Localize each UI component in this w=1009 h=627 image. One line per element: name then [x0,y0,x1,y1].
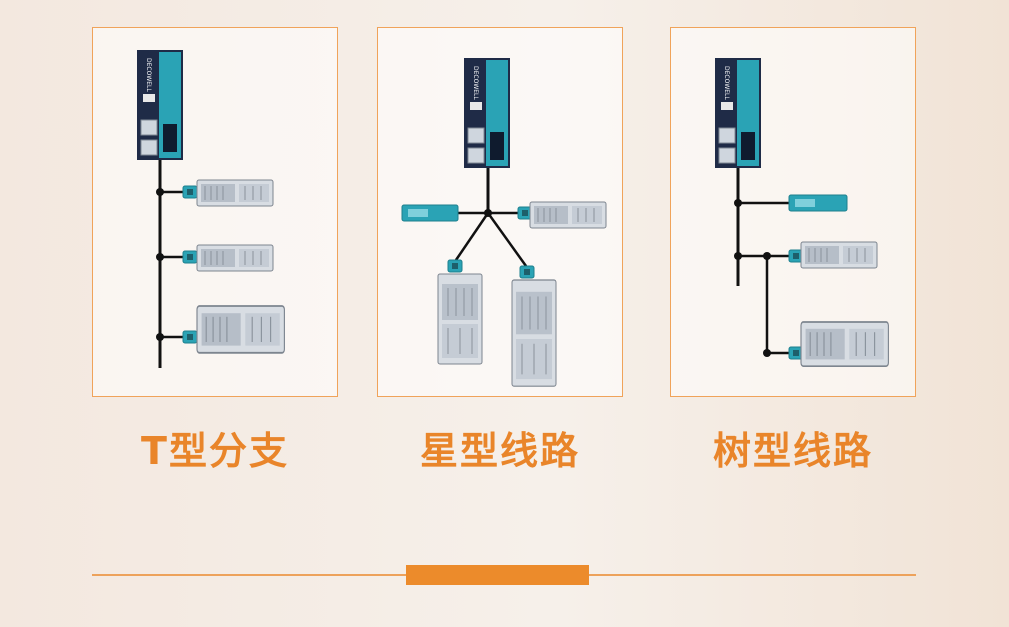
star-hub-node [484,209,492,217]
star-diagram [401,57,607,387]
io-module [800,321,890,368]
caption-t-branch: T型分支 [141,429,289,473]
junction-node [156,188,164,196]
gateway-device [714,57,762,169]
divider-accent-bar [406,565,589,585]
junction-node [156,253,164,261]
panel-tree [670,27,916,397]
io-module [196,179,274,207]
io-module [800,241,878,269]
junction-node [734,252,742,260]
gateway-device [136,49,184,161]
gateway-device [463,57,511,169]
t-branch-diagram [136,49,286,368]
junction-node [763,349,771,357]
panel-t-branch [92,27,338,397]
junction-node [734,199,742,207]
io-module [529,201,607,229]
junction-node [763,252,771,260]
io-module [437,273,483,365]
io-module [511,279,557,387]
caption-star: 星型线路 [419,429,580,473]
io-module [196,305,286,354]
junction-node [156,333,164,341]
panel-star [377,27,623,397]
io-module [196,244,274,272]
caption-tree: 树型线路 [712,429,873,473]
tree-diagram [714,57,890,368]
